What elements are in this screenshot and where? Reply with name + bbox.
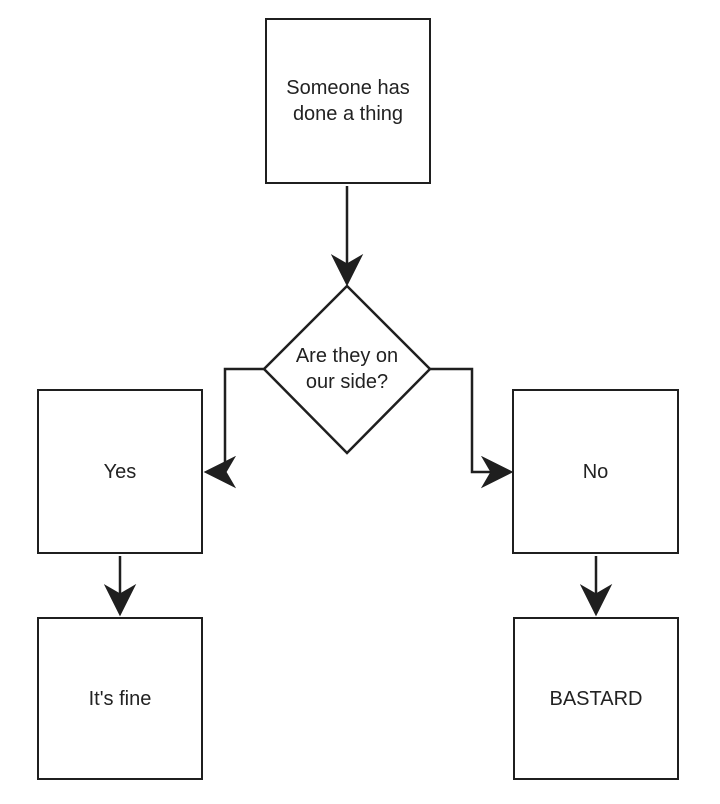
node-yes-label: Yes (103, 460, 137, 483)
node-bastard-label: BASTARD (549, 687, 643, 710)
decision-diamond-shape (262, 284, 432, 455)
node-fine: It's fine (37, 617, 203, 780)
node-start: Someone has done a thing (265, 18, 431, 184)
node-fine-label: It's fine (88, 687, 152, 710)
node-bastard: BASTARD (513, 617, 679, 780)
node-yes: Yes (37, 389, 203, 554)
node-no: No (512, 389, 679, 554)
node-start-label: Someone has done a thing (286, 77, 410, 125)
node-no-label: No (582, 460, 609, 483)
node-decision-label: Are they on our side? (295, 345, 399, 393)
edge-decision-to-yes (203, 367, 264, 489)
edge-decision-to-no (430, 367, 514, 489)
